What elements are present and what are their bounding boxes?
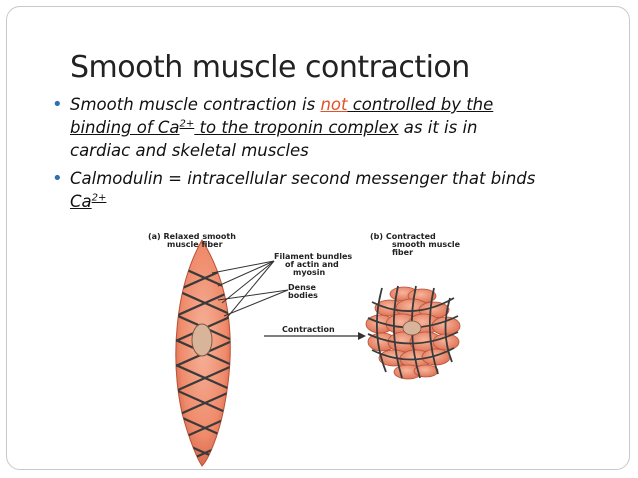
muscle-fiber-figure: (a) Relaxed smooth muscle fiber Filament… [140, 228, 500, 468]
label-filament-line1: Filament bundles [274, 252, 352, 261]
bullet1-text-underlined: controlled by the [347, 95, 494, 114]
label-filament-line2: of actin and [285, 260, 339, 269]
dense-leader-lines [217, 289, 289, 317]
contraction-arrow-head [358, 332, 366, 340]
calcium-superscript: 2+ [179, 118, 195, 130]
bullet2-text: Calmodulin = intracellular second messen… [70, 169, 536, 188]
calcium-superscript-2: 2+ [91, 192, 107, 204]
label-dense-line1: Dense [288, 283, 317, 292]
relaxed-filament-lattice [175, 256, 231, 466]
label-contracted-line1: (b) Contracted [370, 232, 436, 241]
slide-title: Smooth muscle contraction [70, 50, 470, 85]
contracted-filament-lattice [367, 285, 459, 379]
bullet-item-calmodulin: Calmodulin = intracellular second messen… [52, 167, 552, 213]
bullet1-troponin-text: to the troponin complex [194, 118, 399, 137]
label-relaxed-line2: muscle fiber [167, 240, 223, 249]
bullet1-text-start: Smooth muscle contraction is [70, 95, 321, 114]
contracted-fiber [365, 285, 461, 380]
label-filament-line3: myosin [293, 268, 326, 277]
bullet1-text-end: as it is in [398, 118, 478, 137]
bullet-item-troponin: Smooth muscle contraction is not control… [52, 93, 552, 162]
label-contracted-line2: smooth muscle [392, 240, 461, 249]
label-dense-line2: bodies [288, 291, 318, 300]
filament-leader-lines [211, 260, 275, 321]
emphasis-not: not [320, 95, 348, 114]
figure-illustration: (a) Relaxed smooth muscle fiber Filament… [148, 232, 461, 467]
label-contraction: Contraction [282, 325, 335, 334]
contracted-nucleus [402, 320, 422, 336]
slide-frame [6, 6, 630, 470]
bullet1-line3: cardiac and skeletal muscles [70, 141, 309, 160]
bullet-list: Smooth muscle contraction is not control… [52, 93, 552, 218]
calcium-text: Ca [70, 192, 92, 211]
relaxed-nucleus [191, 323, 213, 357]
label-relaxed-line1: (a) Relaxed smooth [148, 232, 236, 241]
label-contracted-line3: fiber [392, 248, 413, 257]
bullet1-binding-text: binding of Ca [70, 118, 180, 137]
